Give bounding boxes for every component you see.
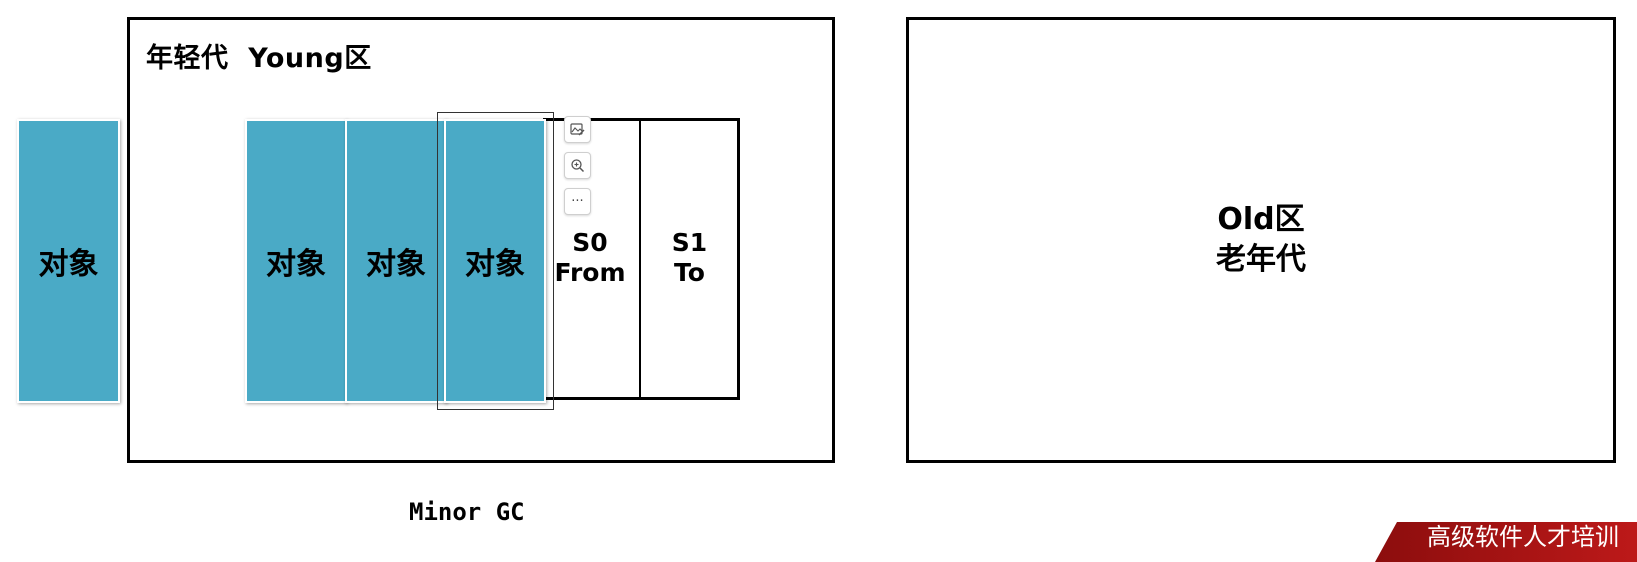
survivor-s1-box	[639, 118, 740, 400]
image-edit-icon[interactable]	[564, 116, 591, 143]
old-generation-box	[906, 17, 1616, 463]
old-generation-label: Old区 老年代	[906, 200, 1616, 280]
brand-banner: 高级软件人才培训	[1375, 522, 1637, 562]
survivor-s0-name: S0	[572, 228, 608, 257]
survivor-s0-label: S0 From	[548, 228, 632, 288]
old-generation-label-line2: 老年代	[1216, 242, 1306, 277]
survivor-s0-box	[543, 118, 641, 400]
survivor-s0-role: From	[554, 258, 626, 287]
object-block[interactable]: 对象	[245, 119, 347, 403]
survivor-s1-role: To	[674, 258, 705, 287]
object-block-selected[interactable]: 对象	[444, 119, 546, 403]
selection-outline[interactable]	[437, 112, 554, 410]
object-block[interactable]: 对象	[345, 119, 447, 403]
survivor-s1-name: S1	[671, 228, 708, 257]
zoom-in-icon[interactable]	[564, 152, 591, 179]
old-generation-label-line1: Old区	[1217, 202, 1305, 237]
survivor-s1-label: S1 To	[642, 228, 737, 288]
minor-gc-caption: Minor GC	[409, 498, 525, 526]
object-block[interactable]: 对象	[17, 119, 120, 403]
more-icon[interactable]: ···	[564, 188, 591, 215]
young-generation-title: 年轻代 Young区	[146, 43, 372, 74]
